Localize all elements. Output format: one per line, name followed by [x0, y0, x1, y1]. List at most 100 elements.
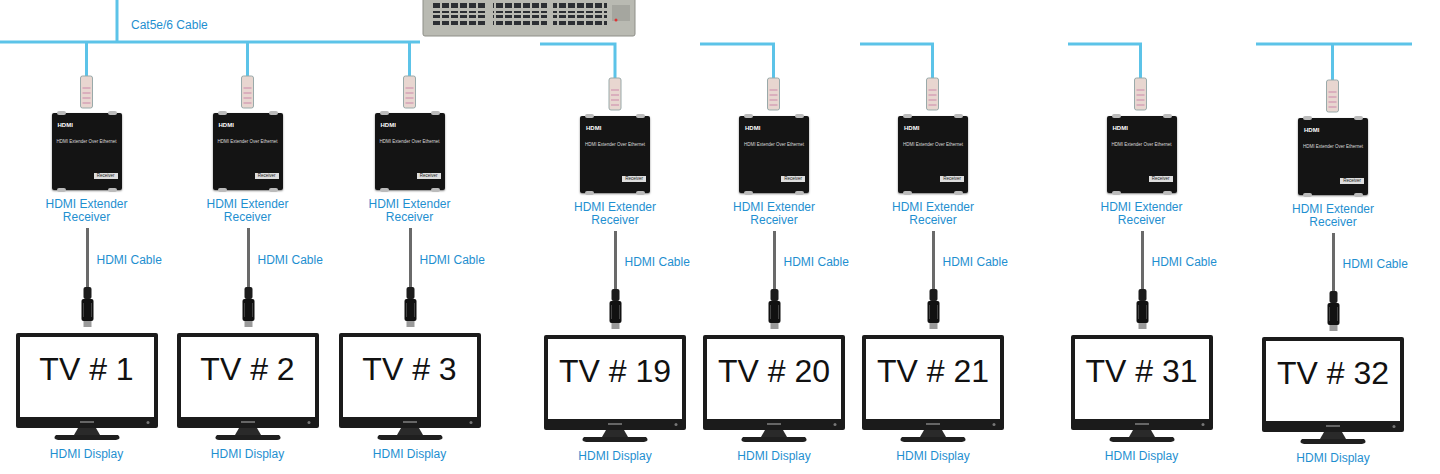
tv-display: TV # 32HDMI Display — [1262, 337, 1404, 432]
display-label: HDMI Display — [329, 447, 491, 461]
monitor-base — [1109, 437, 1174, 442]
monitor-outline — [16, 333, 158, 443]
device-model-text: HDMI Extender Over Ethernet — [1302, 144, 1364, 149]
hdmi-plug-tip — [407, 321, 415, 327]
hdmi-plug-body — [405, 299, 417, 321]
tv-display: TV # 31HDMI Display — [1071, 335, 1213, 430]
hdmi-cable — [610, 231, 622, 329]
monitor-logo — [767, 423, 781, 425]
extender-receiver: HDMIHDMI Extender Over EthernetReceiverH… — [881, 116, 985, 227]
power-led — [469, 421, 472, 424]
display-label: HDMI Display — [1061, 449, 1223, 463]
mounting-ear — [585, 114, 594, 118]
monitor-logo — [926, 423, 940, 425]
device-label: HDMI Extender Receiver — [722, 201, 826, 227]
extender-receiver: HDMIHDMI Extender Over EthernetReceiverH… — [358, 113, 462, 224]
power-led — [1393, 425, 1396, 428]
mounting-ear — [1163, 114, 1172, 118]
device-model-text: HDMI Extender Over Ethernet — [379, 139, 441, 144]
hdmi-plug-tip — [1330, 325, 1338, 331]
monitor-base — [582, 437, 647, 442]
mounting-ear — [954, 114, 963, 118]
monitor-bezel — [16, 333, 158, 428]
monitor-logo — [403, 421, 417, 423]
mounting-ear — [380, 188, 389, 192]
mounting-ear — [431, 111, 440, 115]
mounting-ear — [218, 188, 227, 192]
plug-grip — [245, 303, 253, 317]
cable-strain-relief — [930, 289, 938, 301]
plug-grip — [930, 305, 938, 319]
plug-grip — [612, 305, 620, 319]
monitor-neck — [761, 430, 787, 437]
hdmi-plug-tip — [1139, 323, 1147, 329]
extender-receiver: HDMIHDMI Extender Over EthernetReceiverH… — [35, 113, 139, 224]
device-label: HDMI Extender Receiver — [563, 201, 667, 227]
hdmi-plug-tip — [245, 321, 253, 327]
device-model-text: HDMI Extender Over Ethernet — [584, 142, 646, 147]
plug-grip — [771, 305, 779, 319]
hdmi-cable — [1137, 231, 1149, 329]
mounting-ear — [903, 191, 912, 195]
display-label: HDMI Display — [852, 449, 1014, 463]
device-tag: Receiver — [1340, 178, 1364, 184]
mounting-ear — [585, 191, 594, 195]
tv-name: TV # 1 — [16, 349, 158, 389]
tv-name: TV # 32 — [1262, 353, 1404, 393]
mounting-ear — [57, 111, 66, 115]
device-label: HDMI Extender Receiver — [881, 201, 985, 227]
monitor-neck — [397, 428, 423, 435]
device-logo: HDMI — [1304, 127, 1319, 134]
monitor-neck — [1320, 432, 1346, 439]
cable-label: HDMI Cable — [1151, 255, 1218, 269]
power-led — [307, 421, 310, 424]
monitor-base — [741, 437, 806, 442]
plug-grip — [1139, 305, 1147, 319]
mounting-ear — [218, 111, 227, 115]
cable-label: HDMI Cable — [624, 255, 691, 269]
hdmi-plug-body — [610, 301, 622, 323]
hdmi-plug-tip — [930, 323, 938, 329]
cable-label: HDMI Cable — [942, 255, 1009, 269]
mounting-ear — [108, 188, 117, 192]
power-led — [146, 421, 149, 424]
cable-strain-relief — [407, 287, 415, 299]
monitor-base — [377, 435, 442, 440]
rj45-plug — [81, 76, 1339, 112]
monitor-outline — [177, 333, 319, 443]
tv-name: TV # 31 — [1071, 351, 1213, 391]
cable-label: HDMI Cable — [257, 253, 324, 267]
device-logo: HDMI — [745, 125, 760, 132]
device-model-text: HDMI Extender Over Ethernet — [743, 142, 805, 147]
cable-line — [86, 228, 89, 289]
tv-display: TV # 20HDMI Display — [703, 335, 845, 430]
device-model-text: HDMI Extender Over Ethernet — [56, 139, 118, 144]
cable-strain-relief — [1330, 291, 1338, 303]
mounting-ear — [1163, 191, 1172, 195]
monitor-bezel — [1071, 335, 1213, 430]
monitor-outline — [703, 335, 845, 445]
device-tag: Receiver — [417, 173, 441, 179]
device-label: HDMI Extender Receiver — [1281, 203, 1385, 229]
device-label: HDMI Extender Receiver — [358, 198, 462, 224]
display-label: HDMI Display — [167, 447, 329, 461]
mounting-ear — [954, 191, 963, 195]
cable-line — [247, 228, 250, 289]
extender-receiver: HDMIHDMI Extender Over EthernetReceiverH… — [722, 116, 826, 227]
monitor-neck — [1129, 430, 1155, 437]
cable-line — [409, 228, 412, 289]
tv-display: TV # 21HDMI Display — [862, 335, 1004, 430]
plug-grip — [407, 303, 415, 317]
hdmi-cable — [405, 228, 417, 327]
cable-label: Cat5e/6 Cable — [131, 18, 208, 32]
tv-name: TV # 20 — [703, 351, 845, 391]
hdmi-plug-body — [243, 299, 255, 321]
extender-receiver: HDMIHDMI Extender Over EthernetReceiverH… — [563, 116, 667, 227]
tv-name: TV # 19 — [544, 351, 686, 391]
cable-strain-relief — [245, 287, 253, 299]
monitor-base — [54, 435, 119, 440]
tv-display: TV # 1HDMI Display — [16, 333, 158, 428]
monitor-logo — [608, 423, 622, 425]
mounting-ear — [795, 191, 804, 195]
power-led — [1201, 423, 1204, 426]
